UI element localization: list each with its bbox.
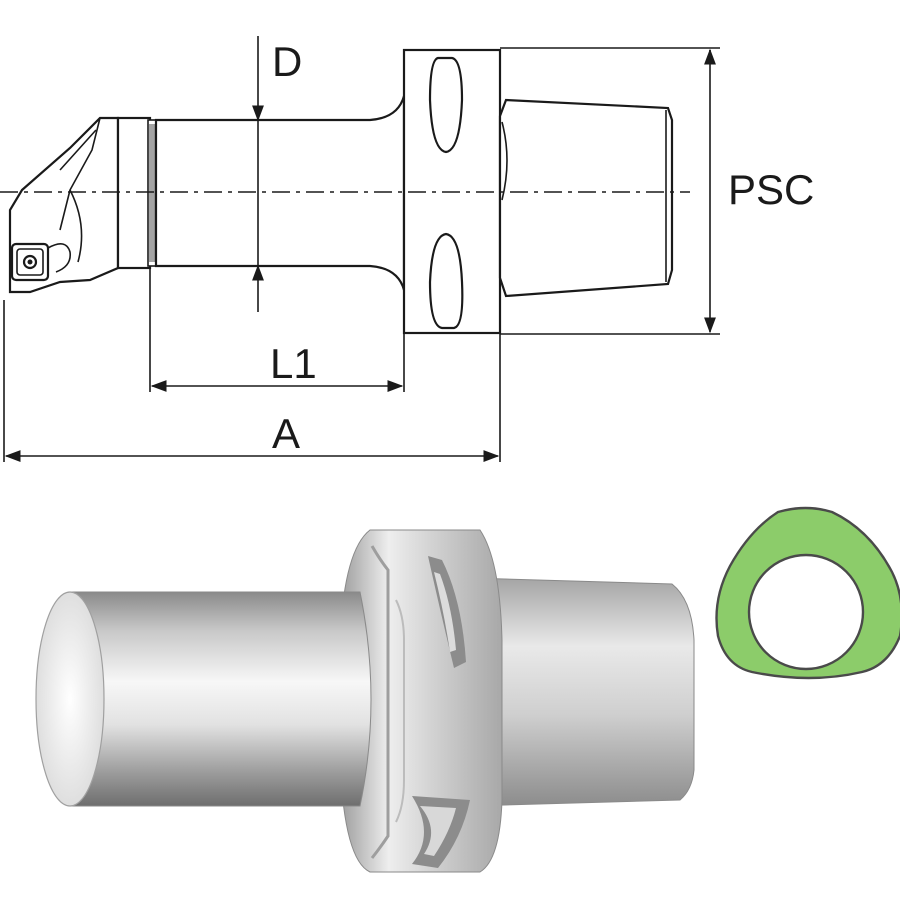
shaft bbox=[154, 95, 406, 291]
render-3d bbox=[35, 529, 695, 873]
dim-a: A bbox=[3, 300, 501, 462]
polygon-profile bbox=[715, 506, 900, 680]
render-end-face bbox=[35, 591, 105, 807]
flange-slot-bottom bbox=[428, 232, 464, 330]
render-shank bbox=[469, 577, 695, 807]
dim-l1: L1 bbox=[149, 268, 405, 392]
dim-l1-label: L1 bbox=[270, 340, 317, 387]
dim-psc: PSC bbox=[500, 47, 814, 335]
dim-psc-label: PSC bbox=[728, 166, 814, 213]
side-drawing: D PSC L1 A bbox=[0, 36, 814, 462]
dim-a-label: A bbox=[272, 410, 300, 457]
polygon-shank bbox=[498, 98, 674, 298]
cutting-head bbox=[8, 116, 152, 294]
dim-d: D bbox=[252, 36, 302, 312]
polygon-profile-bore bbox=[747, 553, 865, 671]
flange-slot-top bbox=[428, 56, 464, 154]
dim-d-label: D bbox=[272, 38, 302, 85]
render-shaft bbox=[69, 591, 372, 807]
